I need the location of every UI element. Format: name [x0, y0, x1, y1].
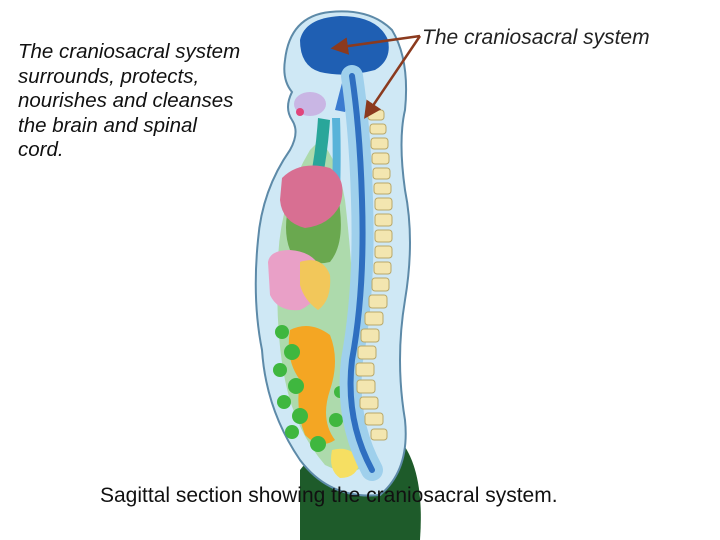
arrow-to-spine: [364, 35, 422, 119]
arrow-to-brain: [330, 34, 421, 55]
spinal-cord: [347, 73, 375, 473]
liver: [300, 260, 331, 310]
abdominal-organs: [273, 325, 346, 452]
description-text: The craniosacral system surrounds, prote…: [18, 40, 241, 161]
brain: [300, 16, 389, 75]
pointer-label: The craniosacral system: [422, 26, 650, 49]
heart: [280, 165, 343, 228]
tongue: [296, 108, 304, 116]
figure-caption: Sagittal section showing the craniosacra…: [100, 484, 558, 507]
bladder: [331, 448, 360, 478]
